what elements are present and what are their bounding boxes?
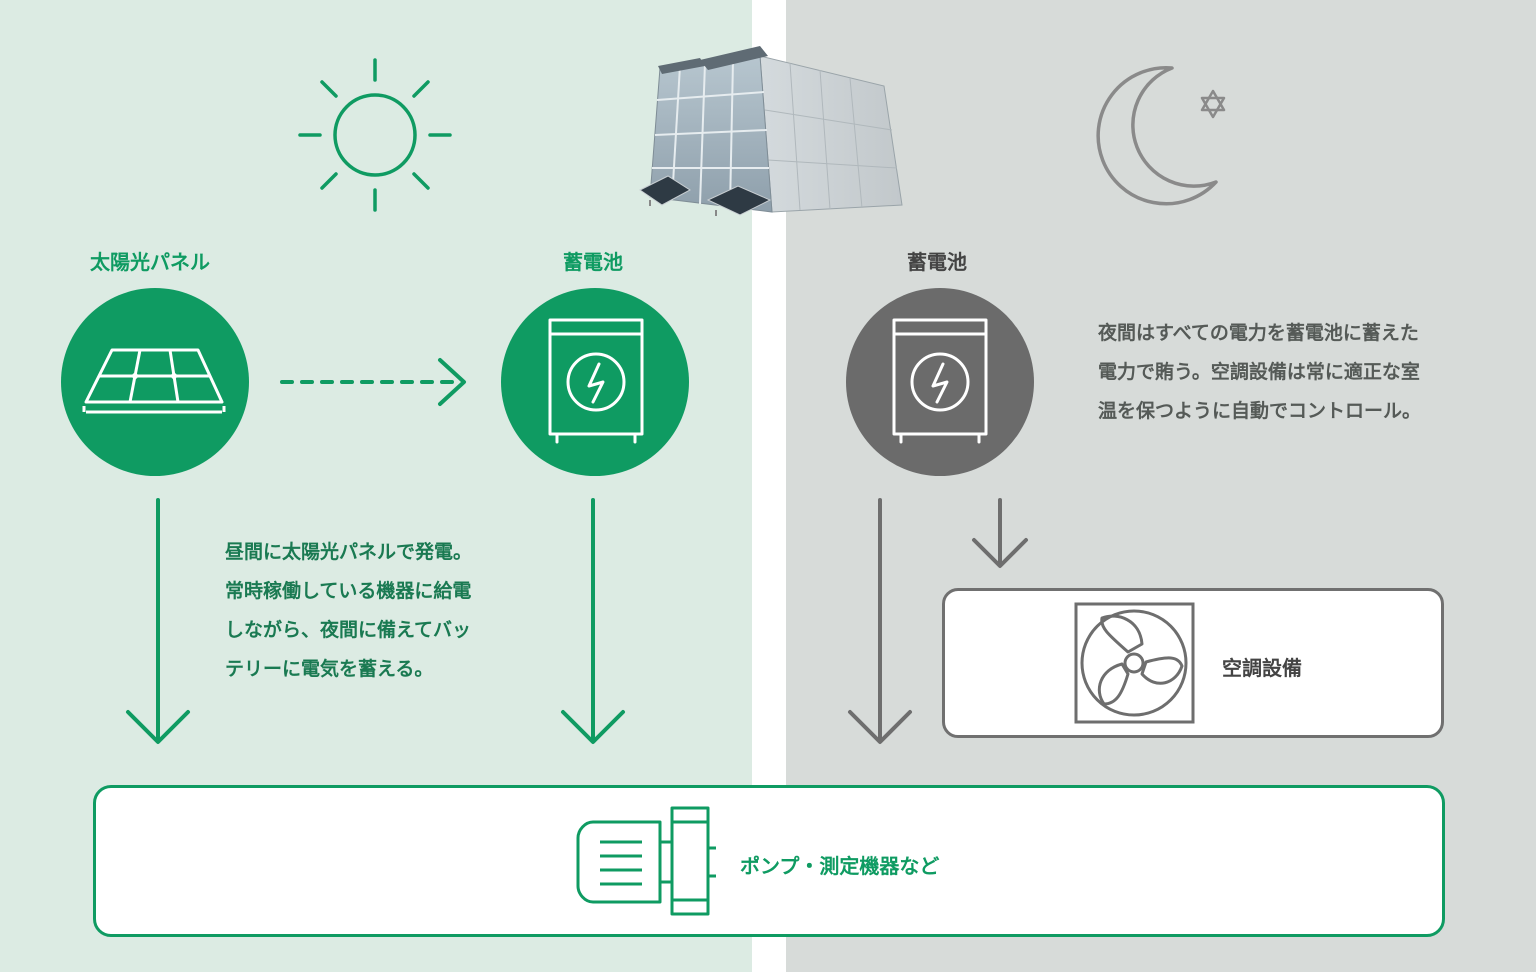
battery-label-night: 蓄電池 — [907, 250, 967, 274]
pump-box — [93, 785, 1445, 937]
arrow-battery-night-to-pump — [848, 498, 912, 744]
day-description-line: 常時稼働している機器に給電 — [225, 580, 472, 602]
night-description-line: 温を保つように自動でコントロール。 — [1098, 400, 1422, 422]
day-description: 昼間に太陽光パネルで発電。 常時稼働している機器に給電 しながら、夜間に備えてバ… — [225, 533, 472, 689]
day-description-line: 昼間に太陽光パネルで発電。 — [225, 541, 473, 563]
night-description: 夜間はすべての電力を蓄電池に蓄えた 電力で賄う。空調設備は常に適正な室 温を保つ… — [1098, 314, 1421, 431]
battery-label-day: 蓄電池 — [563, 250, 623, 274]
dashed-arrow-solar-to-battery — [280, 358, 466, 406]
arrow-battery-day-down — [561, 498, 625, 744]
night-description-line: 電力で賄う。空調設備は常に適正な室 — [1098, 361, 1420, 383]
solar-panel-label: 太陽光パネル — [90, 250, 210, 274]
aircon-label: 空調設備 — [1222, 656, 1302, 680]
night-description-line: 夜間はすべての電力を蓄電池に蓄えた — [1098, 322, 1419, 344]
day-description-line: しながら、夜間に備えてバッ — [225, 619, 472, 641]
aircon-box — [942, 588, 1444, 738]
arrow-solar-down — [126, 498, 190, 744]
day-description-line: テリーに電気を蓄える。 — [225, 658, 434, 680]
pump-label: ポンプ・測定機器など — [740, 854, 940, 878]
arrow-battery-night-to-aircon — [972, 498, 1028, 568]
